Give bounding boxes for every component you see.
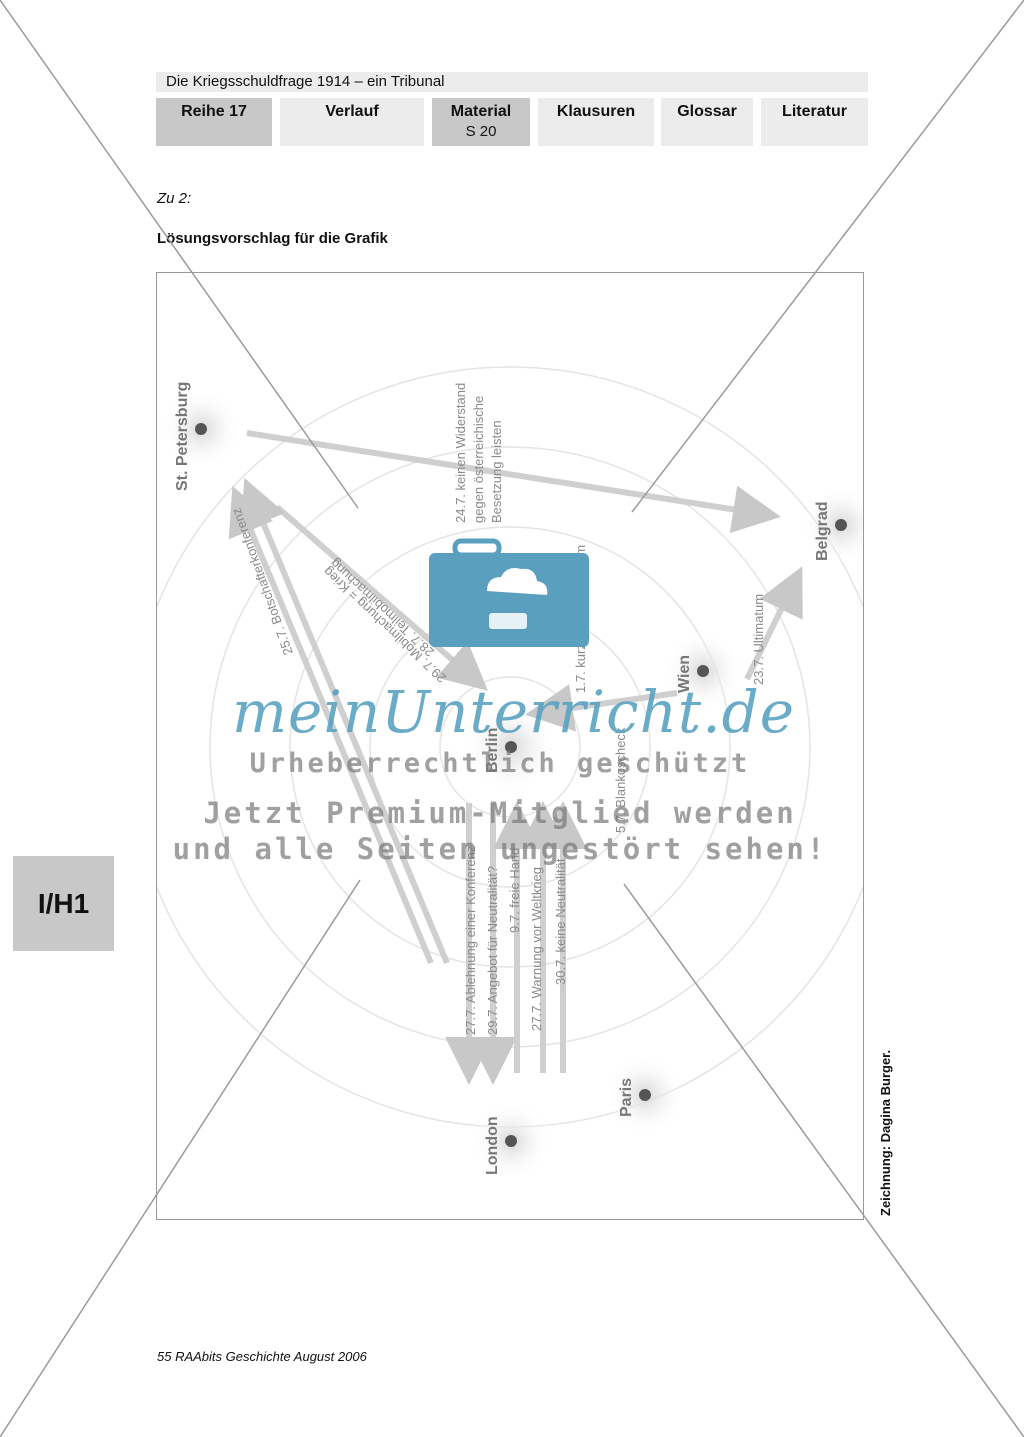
annotation-24-7-line3: Besetzung leisten [489, 420, 504, 523]
tab-literatur[interactable]: Literatur [761, 98, 868, 146]
material-nav: Reihe 17 Verlauf Material S 20 Klausuren… [0, 98, 1024, 146]
page-header-title: Die Kriegsschuldfrage 1914 – ein Tribuna… [156, 72, 868, 92]
label-belgrad: Belgrad [814, 501, 831, 561]
arrow-petersburg-belgrad [246, 430, 781, 534]
annotation-5-7: 5.7. Blankoscheck [613, 727, 628, 833]
briefcase-icon [429, 538, 589, 647]
tab-glossar-label: Glossar [677, 103, 737, 120]
relation-arrows [228, 430, 803, 1085]
tab-material-page: S 20 [465, 123, 497, 140]
label-berlin: Berlin [484, 728, 501, 773]
annotation-23-7: 23.7. Ultimatum [751, 594, 766, 685]
tab-verlauf-label: Verlauf [325, 103, 379, 120]
dot-london [505, 1135, 517, 1147]
diagram-frame: St. Petersburg Belgrad Wien Berlin Paris… [156, 272, 864, 1220]
section-heading: Lösungsvorschlag für die Grafik [157, 230, 388, 247]
arrow-petersburg-berlin [275, 504, 489, 691]
label-st-petersburg: St. Petersburg [174, 382, 191, 491]
arrow-berlin-wien [525, 684, 678, 732]
arrow-paris-petersburg [228, 485, 434, 965]
page-footer: 55 RAAbits Geschichte August 2006 [157, 1349, 367, 1364]
label-london: London [484, 1116, 501, 1175]
label-wien: Wien [676, 655, 693, 693]
dot-st-petersburg [195, 423, 207, 435]
annotation-30-7: 30.7. keine Neutralität [553, 858, 568, 985]
dot-berlin [505, 741, 517, 753]
tab-verlauf[interactable]: Verlauf [280, 98, 424, 146]
annotation-28-7: 28.7. Teilmobilmachung [327, 556, 437, 660]
tab-glossar[interactable]: Glossar [661, 98, 753, 146]
dot-belgrad [835, 519, 847, 531]
dot-paris [639, 1089, 651, 1101]
annotation-24-7-line1: 24.7. keinen Widerstand [453, 383, 468, 523]
tab-material[interactable]: Material S 20 [432, 98, 530, 146]
watermark-url: meinUnterricht.de [232, 678, 796, 746]
tab-klausuren[interactable]: Klausuren [538, 98, 654, 146]
tab-material-label: Material [450, 103, 512, 120]
annotation-24-7-line2: gegen österreichische [471, 396, 486, 523]
arrow-london-petersburg [240, 477, 450, 965]
annotation-27-7-konferenz: 27.7. Ablehnung einer Konferenz [463, 846, 478, 1035]
tab-reihe-label: Reihe 17 [181, 103, 247, 120]
annotation-27-7-warnung: 27.7. Warnung vor Weltkrieg [529, 867, 544, 1031]
july-crisis-diagram: St. Petersburg Belgrad Wien Berlin Paris… [157, 366, 863, 1181]
dot-wien [697, 665, 709, 677]
watermark-line-3: und alle Seiten ungestört sehen! [172, 832, 828, 866]
city-glows [161, 389, 863, 1181]
annotation-9-7: 9.7. freie Hand [507, 848, 522, 933]
label-paris: Paris [618, 1078, 635, 1117]
tab-reihe[interactable]: Reihe 17 [156, 98, 272, 146]
annotation-29-7-neutralitaet: 29.7. Angebot für Neutralität? [485, 866, 500, 1035]
illustration-credit: Zeichnung: Dagina Burger. [878, 1049, 893, 1216]
watermark-line-1: Urheberrechtlich geschützt [249, 748, 751, 779]
tab-klausuren-label: Klausuren [556, 103, 636, 120]
section-side-tab: I/H1 [13, 856, 114, 951]
section-label: Zu 2: [157, 190, 192, 207]
arrow-wien-belgrad [744, 566, 803, 681]
watermark-line-2: Jetzt Premium-Mitglied werden [203, 796, 797, 830]
tab-literatur-label: Literatur [782, 103, 847, 120]
